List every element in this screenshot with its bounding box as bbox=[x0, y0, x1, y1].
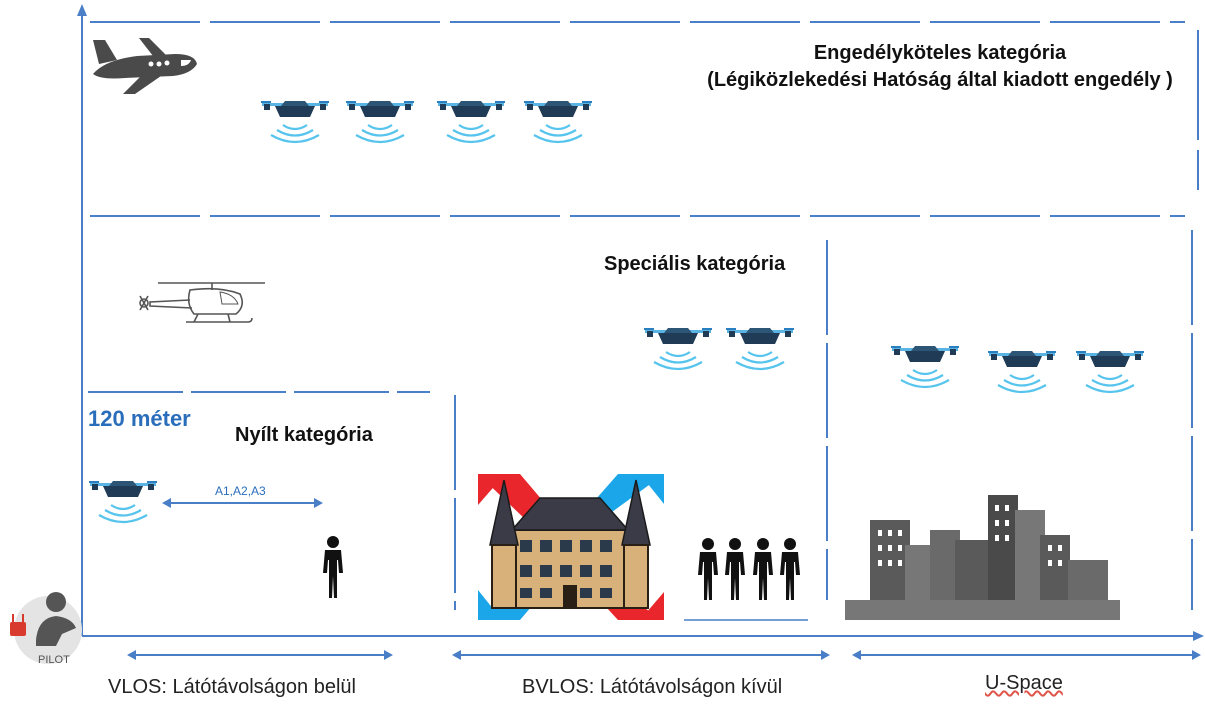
open-category-title: Nyílt kategória bbox=[235, 424, 373, 446]
crowd-icon bbox=[684, 538, 808, 621]
height-limit-label: 120 méter bbox=[88, 406, 191, 431]
certified-category-name: Engedélyköteles kategória bbox=[813, 42, 1067, 64]
open-drone bbox=[87, 479, 159, 524]
open-subcategories-label: A1,A2,A3 bbox=[215, 484, 266, 498]
certified-category-note: (Légiközlekedési Hatóság által kiadott e… bbox=[707, 69, 1173, 91]
specific-category-title: Speciális kategória bbox=[604, 253, 786, 275]
person-icon bbox=[323, 536, 343, 598]
bvlos-axis-label: BVLOS: Látótávolságon kívül bbox=[522, 676, 783, 698]
helicopter-icon bbox=[139, 282, 265, 323]
certified-drones bbox=[259, 99, 594, 144]
certified-zone-boundary bbox=[90, 21, 1199, 217]
uspace-axis-label: U-Space bbox=[985, 672, 1063, 694]
pilot-label: PILOT bbox=[38, 654, 70, 666]
bvlos-range-arrow bbox=[452, 650, 830, 660]
airplane-icon bbox=[93, 38, 197, 94]
vertical-axis bbox=[77, 4, 87, 636]
horizontal-axis bbox=[82, 631, 1204, 641]
specific-zone-boundary bbox=[88, 230, 1193, 610]
open-range-arrow bbox=[162, 498, 323, 508]
vlos-axis-label: VLOS: Látótávolságon belül bbox=[108, 676, 356, 698]
pilot-icon bbox=[10, 592, 82, 664]
specific-drones bbox=[642, 326, 796, 371]
certified-category-title: Engedélyköteles kategória (Légiközlekedé… bbox=[680, 40, 1200, 94]
city-icon bbox=[845, 495, 1120, 620]
uspace-range-arrow bbox=[852, 650, 1201, 660]
uspace-drones bbox=[889, 344, 1146, 394]
vlos-range-arrow bbox=[127, 650, 393, 660]
castle-icon bbox=[478, 474, 664, 620]
